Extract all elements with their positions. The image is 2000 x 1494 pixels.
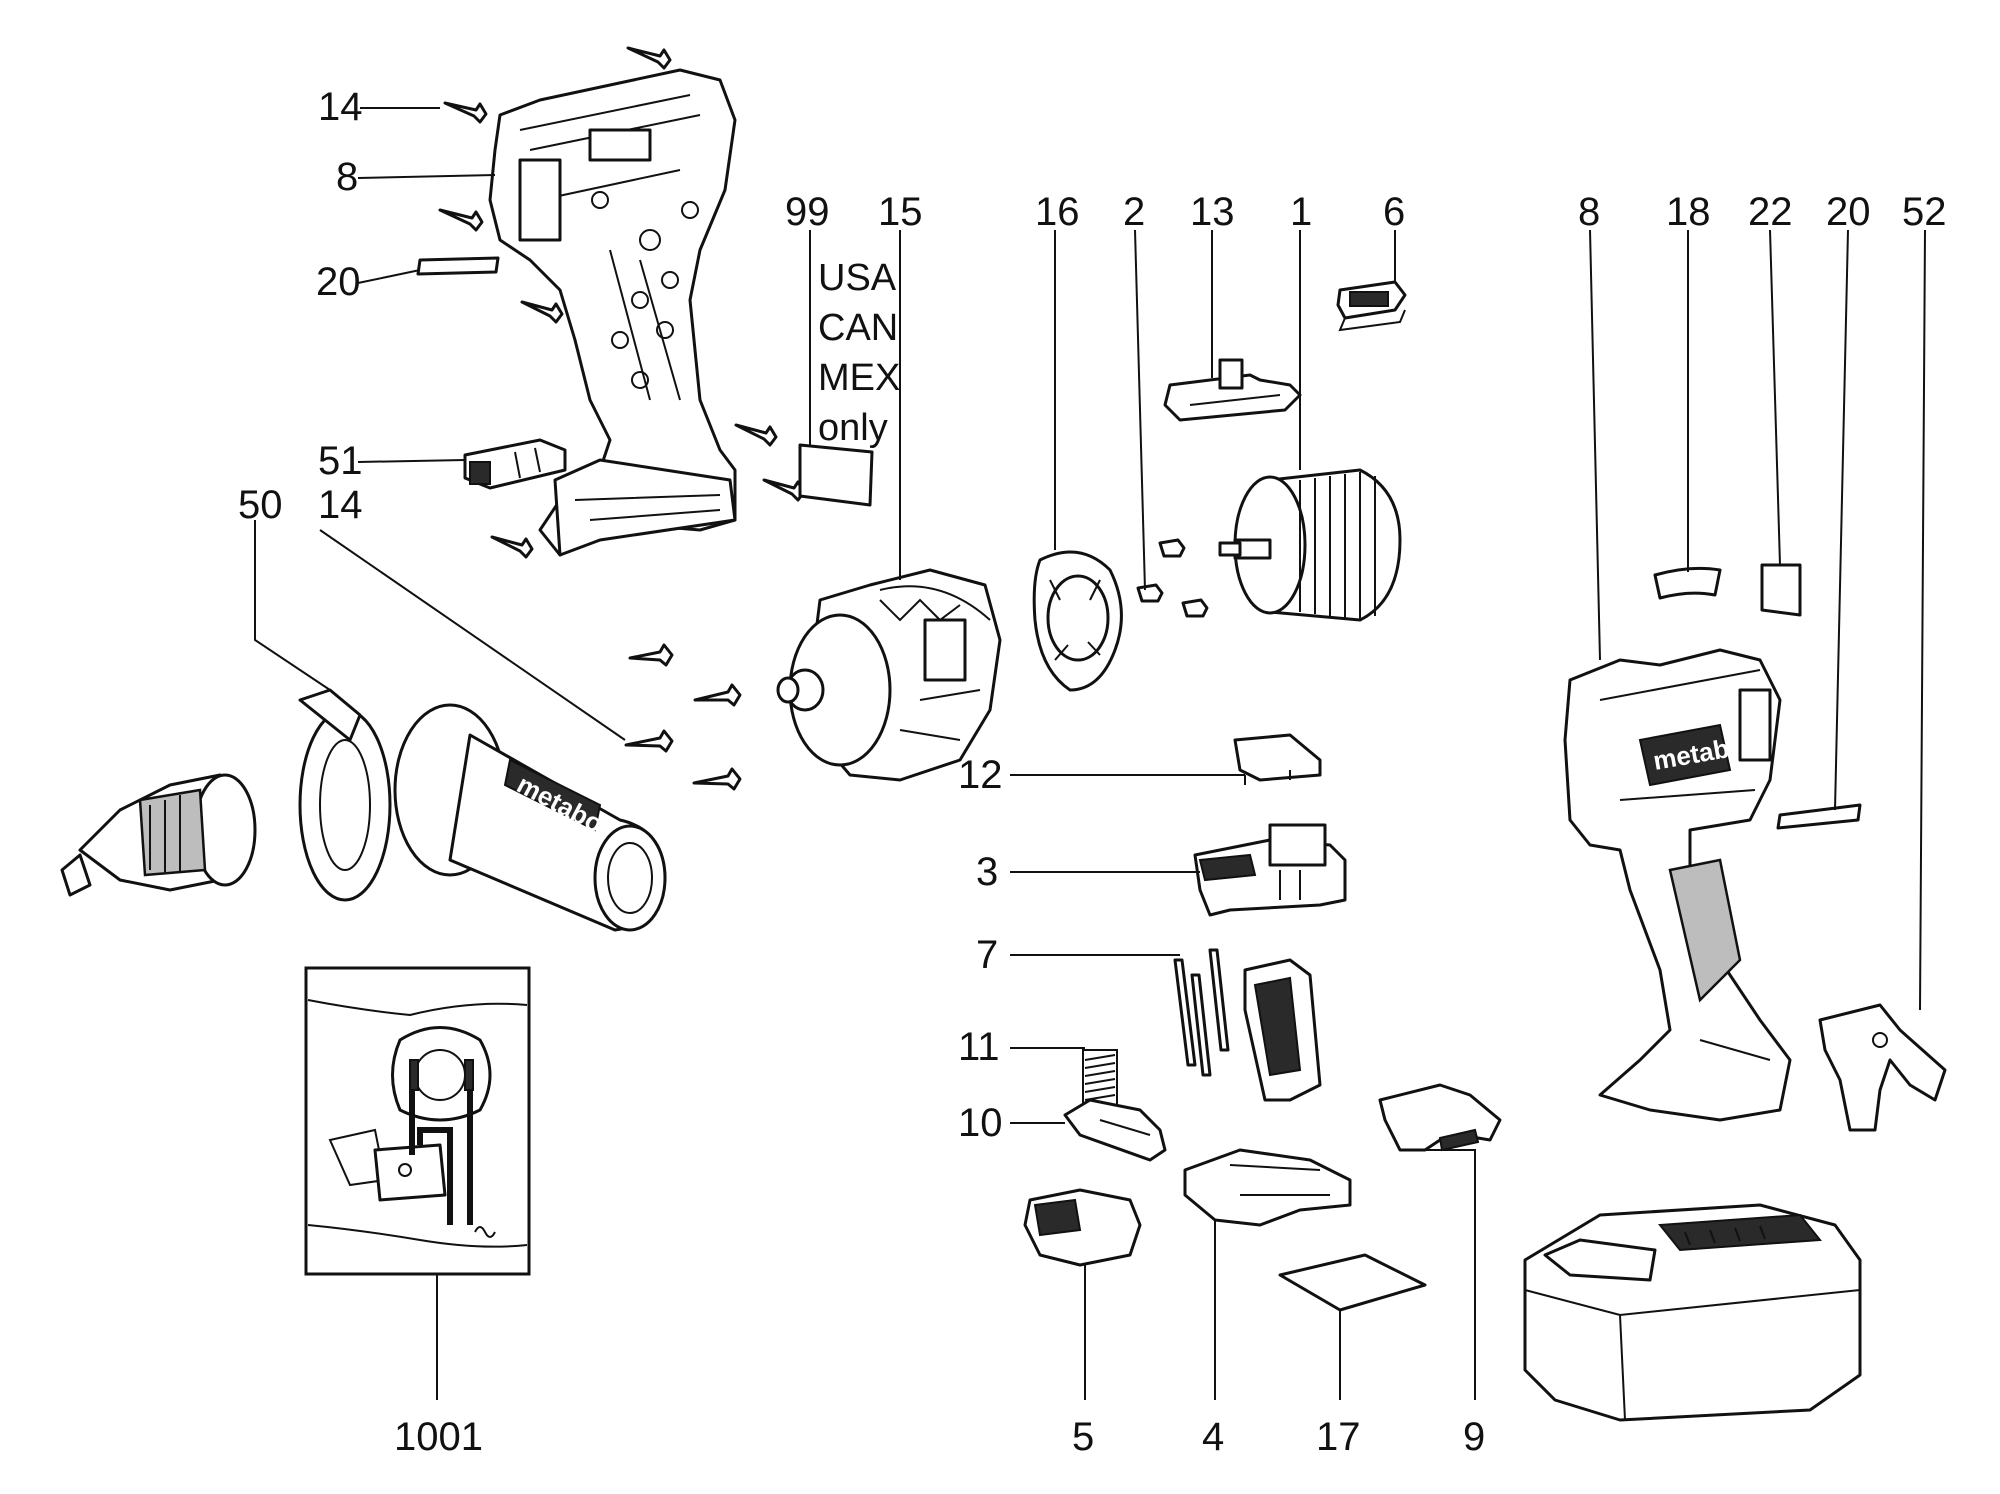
module-5 — [1023, 1188, 1142, 1267]
label-8-left: 8 — [336, 155, 358, 199]
side-handle-50: metabo — [298, 688, 667, 932]
leader-lines — [254, 107, 1926, 1400]
screws-housing — [438, 46, 806, 559]
label-51: 51 — [318, 439, 363, 483]
label-99: 99 — [785, 190, 830, 234]
gearbox-15 — [776, 568, 1002, 782]
spring-11 — [1082, 1049, 1118, 1109]
label-14-top: 14 — [318, 85, 363, 129]
label-11: 11 — [958, 1025, 1000, 1069]
label-16: 16 — [1035, 190, 1080, 234]
label-4: 4 — [1202, 1415, 1224, 1459]
module-6 — [1336, 280, 1407, 332]
switch-cover-51 — [463, 438, 567, 490]
label-12: 12 — [958, 753, 1003, 797]
electronics-4 — [1183, 958, 1352, 1227]
label-17 — [1278, 1253, 1427, 1312]
label-strip-20-right — [1776, 803, 1862, 830]
latch-10 — [1063, 1098, 1167, 1162]
label-6: 6 — [1383, 190, 1405, 234]
screws-gearbox — [624, 643, 742, 791]
region-note-line-2: CAN — [818, 307, 898, 349]
region-note: USA CAN MEX only — [818, 257, 900, 449]
trigger-lock-12 — [1233, 733, 1322, 785]
label-3: 3 — [976, 850, 998, 894]
cover-9 — [1378, 1083, 1502, 1152]
label-10: 10 — [958, 1101, 1003, 1145]
label-8-right: 8 — [1578, 190, 1600, 234]
label-20-left: 20 — [316, 260, 361, 304]
housing-assembled: metabo — [1563, 648, 1792, 1122]
label-50: 50 — [238, 483, 283, 527]
label-13: 13 — [1190, 190, 1235, 234]
drill-chuck — [60, 773, 257, 897]
label-18: 18 — [1666, 190, 1711, 234]
label-2: 2 — [1123, 190, 1145, 234]
label-9: 9 — [1463, 1415, 1485, 1459]
label-7: 7 — [976, 933, 998, 977]
label-5: 5 — [1072, 1415, 1094, 1459]
motor-1 — [1218, 468, 1402, 622]
pins-7 — [1173, 948, 1230, 1077]
bracket-13 — [1163, 358, 1302, 422]
label-22: 22 — [1748, 190, 1793, 234]
region-note-line-4: only — [818, 407, 888, 449]
belt-clip-52 — [1818, 1003, 1947, 1132]
label-15: 15 — [878, 190, 923, 234]
label-strip-20-left — [416, 256, 500, 276]
label-1001: 1001 — [394, 1415, 483, 1459]
battery-pack — [1523, 1203, 1862, 1422]
wiring-inset-1001 — [304, 966, 531, 1276]
region-note-line-1: USA — [818, 257, 897, 299]
label-18 — [1653, 566, 1722, 600]
label-52: 52 — [1902, 190, 1947, 234]
region-note-line-3: MEX — [818, 357, 900, 399]
plate-16 — [1032, 550, 1123, 692]
label-99-sticker — [798, 443, 874, 507]
switch-3 — [1193, 823, 1347, 917]
housing-half-left — [488, 68, 737, 557]
label-1: 1 — [1290, 190, 1312, 234]
screws-2 — [1136, 538, 1209, 618]
label-17: 17 — [1316, 1415, 1361, 1459]
label-14-lower: 14 — [318, 483, 363, 527]
part-number-labels: 14 8 20 51 50 14 99 15 16 2 13 1 6 8 18 … — [238, 85, 1947, 1459]
label-20-right: 20 — [1826, 190, 1871, 234]
label-22 — [1760, 563, 1802, 617]
